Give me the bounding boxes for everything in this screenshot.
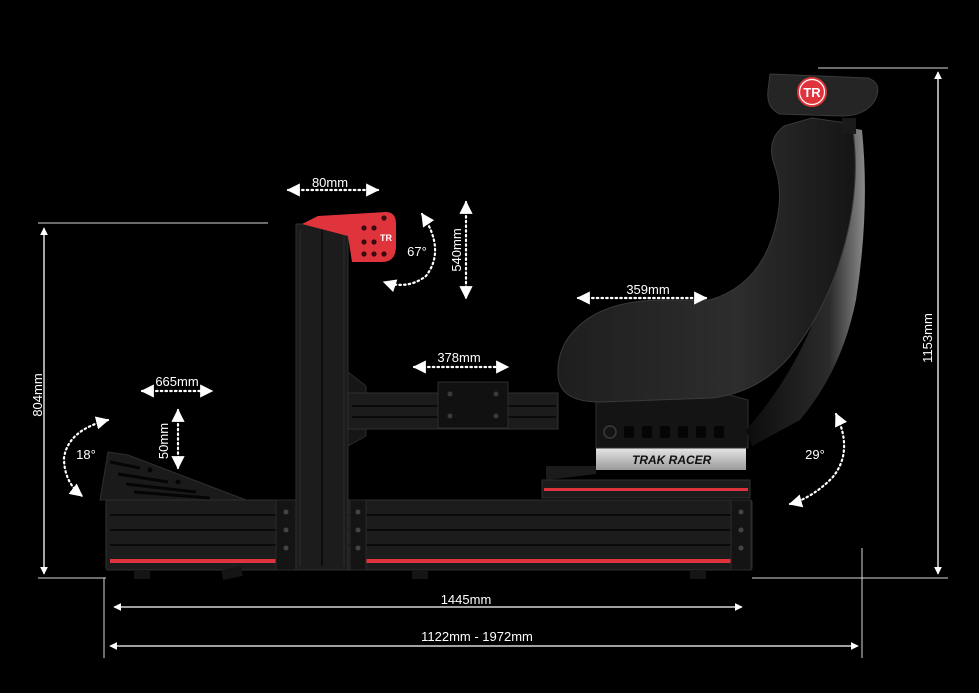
wheel-upright [295,223,349,571]
extension-lines [38,67,948,658]
upright-height-label: 804mm [30,373,45,416]
dimension-labels: 80mm 540mm 67° 359mm 378mm 665mm 50mm 18… [30,175,935,644]
pedal-angle-label: 18° [76,447,96,462]
wheel-mount-logo-text: TR [380,233,392,243]
pedal-plate [99,451,247,501]
slider-label-plate [596,448,746,470]
wheel-tilt-label: 67° [407,244,427,259]
base-length-label: 1445mm [441,592,492,607]
pedal-height-label: 50mm [156,423,171,459]
curved-dotted-arrow-icon [62,416,110,498]
center-bar-label: 378mm [437,350,480,365]
pedal-plate-label: 665mm [155,374,198,389]
seat-logo-text: TR [803,85,821,100]
seat-recline-label: 29° [805,447,825,462]
seat-slider: TRAK RACER [541,448,751,499]
wheel-height-label: 540mm [449,228,464,271]
seat-logo-badge [797,77,827,107]
rig-illustration: TR TRAK RACER [99,73,879,580]
overall-length-label: 1122mm - 1972mm [421,629,533,644]
center-bar [347,381,559,430]
base-red-stripe-left [110,559,280,563]
seat-slider-label: 359mm [626,282,669,297]
slider-label-text: TRAK RACER [632,453,712,467]
curved-dotted-arrow-icon [788,412,848,508]
curved-dotted-arrow-icon [382,212,437,293]
base-red-stripe-right [365,559,731,563]
overall-height-label: 1153mm [920,313,935,363]
bucket-seat: TR [557,73,879,446]
wheel-mount-width-label: 80mm [312,175,348,190]
dimension-lines [40,71,942,650]
base-frame [105,499,753,580]
